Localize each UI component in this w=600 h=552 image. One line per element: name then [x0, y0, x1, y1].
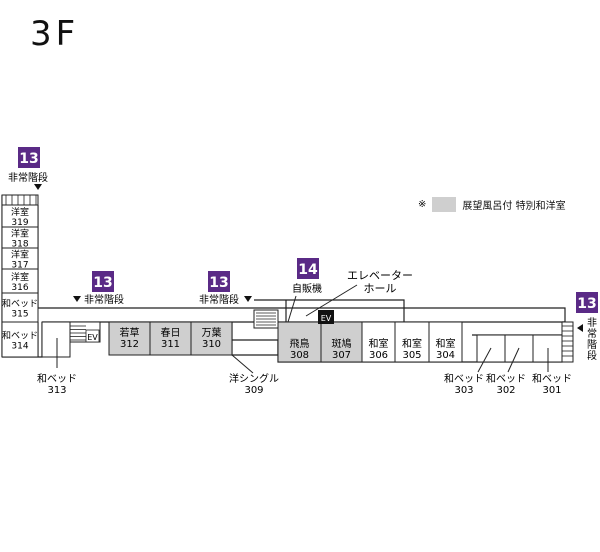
elevator-hall-label-1: エレベーター — [347, 269, 413, 282]
stair-number: 13 — [93, 275, 112, 291]
room-number: 311 — [161, 339, 180, 350]
room-number: 316 — [11, 283, 28, 293]
stair-badge-east: 13 非常階段 — [576, 292, 598, 362]
ev-hall-label: EV — [321, 314, 332, 323]
callout-line-309 — [231, 354, 254, 374]
stair-badge-center: 13 非常階段 — [199, 271, 252, 306]
room-name: 万葉 — [202, 326, 222, 339]
stair-label-vertical: 非常階段 — [587, 317, 597, 362]
room-name: 飛鳥 — [290, 337, 310, 350]
callout-type: 和ベッド — [444, 373, 484, 385]
ev-left-label: EV — [87, 333, 98, 342]
room-number: 318 — [11, 240, 28, 250]
legend-label: 展望風呂付 特別和洋室 — [462, 200, 566, 212]
room-number: 307 — [332, 350, 351, 361]
stair-number: 13 — [19, 151, 38, 167]
stair-label: 非常階段 — [199, 293, 239, 306]
callout-number: 302 — [496, 385, 515, 396]
room-number: 314 — [11, 342, 28, 352]
center-stair — [253, 309, 279, 329]
room-name: 斑鳩 — [332, 337, 352, 350]
room-type: 和ベッド — [2, 331, 38, 342]
left-stair-block — [1, 194, 39, 206]
room-name: 和室 — [402, 337, 422, 350]
legend: ※ 展望風呂付 特別和洋室 — [418, 196, 566, 212]
callout-number: 301 — [542, 385, 561, 396]
callout-number: 309 — [244, 385, 263, 396]
east-rooms — [476, 334, 563, 373]
right-stair-block — [561, 321, 574, 363]
stair-number: 13 — [577, 296, 596, 312]
stair-number: 13 — [209, 275, 228, 291]
elevator-hall-ev: EV — [318, 310, 334, 324]
room-type: 洋室 — [11, 249, 29, 261]
room-name: 春日 — [161, 327, 181, 339]
room-number: 315 — [11, 310, 28, 320]
legend-swatch — [432, 196, 457, 212]
room-number: 312 — [120, 339, 139, 350]
vending-pointer — [287, 295, 297, 323]
stair-label: 非常階段 — [84, 293, 124, 306]
room-type: 洋室 — [11, 271, 29, 283]
elevator-hall-label-2: ホール — [364, 282, 397, 295]
room-number: 310 — [202, 339, 221, 350]
room-313-outline — [41, 321, 71, 358]
stair-label: 非常階段 — [8, 171, 48, 184]
room-number: 319 — [11, 218, 28, 228]
callout-type: 洋シングル — [229, 372, 279, 385]
elevator-hall-pointer — [305, 284, 358, 317]
stair-badge-west: 13 非常階段 — [73, 271, 124, 306]
room-type: 和ベッド — [2, 299, 38, 310]
room-number: 305 — [402, 350, 421, 361]
room-type: 洋室 — [11, 228, 29, 240]
room-number: 306 — [369, 350, 388, 361]
elevator-left: EV — [69, 321, 101, 343]
stair-badge-north-west: 13 非常階段 — [8, 147, 48, 190]
room-name: 若草 — [120, 326, 140, 339]
floor-title: 3F — [30, 14, 80, 54]
vending-number: 14 — [298, 262, 318, 278]
callout-type: 和ベッド — [37, 373, 77, 385]
room-number: 308 — [290, 350, 309, 361]
room-type: 洋室 — [11, 206, 29, 218]
callout-number: 313 — [47, 385, 66, 396]
room-number: 304 — [436, 350, 455, 361]
vending-label: 自販機 — [292, 282, 322, 295]
callout-type: 和ベッド — [532, 373, 572, 385]
room-name: 和室 — [436, 337, 456, 350]
vending-badge: 14 自販機 — [292, 258, 322, 295]
room-number: 317 — [11, 261, 28, 271]
room-name: 和室 — [369, 337, 389, 350]
callout-number: 303 — [454, 385, 473, 396]
callout-type: 和ベッド — [486, 373, 526, 385]
legend-mark: ※ — [418, 198, 427, 210]
